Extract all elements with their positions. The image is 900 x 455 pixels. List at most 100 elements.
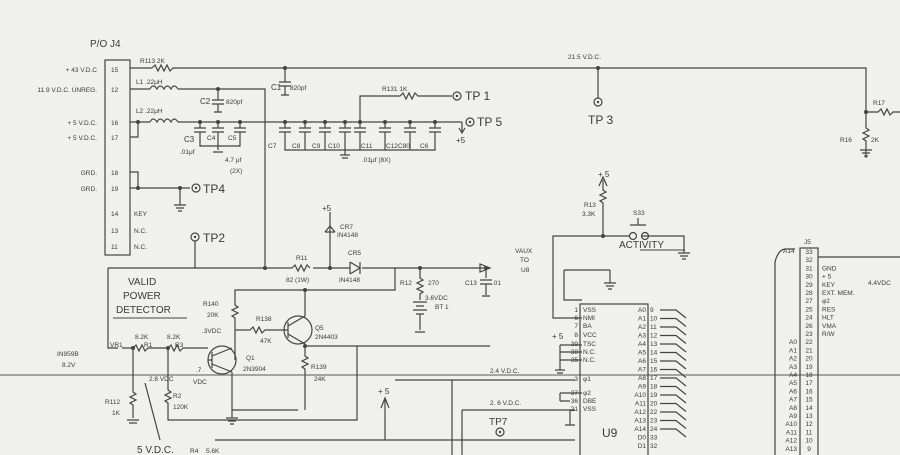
u9-pin-name: A0 bbox=[638, 307, 646, 314]
label-tp4: TP4 bbox=[203, 182, 225, 196]
j5-pin-number: 27 bbox=[805, 298, 813, 305]
j4-pin-12: 12 bbox=[111, 87, 119, 94]
label-r131: R131 1K bbox=[382, 86, 408, 93]
u9-pin-number: 20 bbox=[650, 401, 658, 408]
u9-pin-name: VSS bbox=[583, 406, 597, 413]
u9-pin-number: 10 bbox=[650, 316, 658, 323]
u9-pin-name: A4 bbox=[638, 341, 646, 348]
label-r17: R17 bbox=[873, 100, 885, 107]
j4-pin-19: 19 bbox=[111, 186, 119, 193]
label-cr5: CR5 bbox=[348, 250, 361, 257]
label-tp3: TP 3 bbox=[588, 113, 613, 127]
label-c1-value: 820pf bbox=[290, 85, 306, 92]
u9-pin-number: 1 bbox=[574, 307, 578, 314]
label-power: POWER bbox=[123, 291, 161, 302]
test-points bbox=[190, 91, 603, 268]
label-r139-value: 24K bbox=[314, 376, 326, 383]
label-plus5-tp5: +5 bbox=[456, 136, 466, 145]
u9-pin-number: 15 bbox=[650, 358, 658, 365]
j5-signal-label: A9 bbox=[789, 413, 797, 420]
u9-pin-name: A8 bbox=[638, 375, 646, 382]
label-vaux: VAUX bbox=[515, 248, 533, 255]
label-5vdc: 5 V.D.C. bbox=[137, 445, 174, 455]
pin-wire bbox=[660, 377, 687, 387]
j5-pin-number: 16 bbox=[805, 388, 813, 395]
label-vr1: VR1 bbox=[110, 342, 123, 349]
component-labels: R113 2K L1 .22μH L2 .22μH C2 820pf C3 .0… bbox=[57, 54, 891, 455]
label-r2-value: 120K bbox=[173, 404, 189, 411]
j5-signal-label: A11 bbox=[786, 429, 797, 436]
label-c11: C11 bbox=[361, 143, 373, 150]
pin-wire bbox=[660, 385, 687, 395]
label-c10: C10 bbox=[328, 143, 340, 150]
u9-pin-number: 24 bbox=[650, 426, 658, 433]
u9-pin-number: 11 bbox=[650, 324, 657, 331]
label-tp1: TP 1 bbox=[465, 89, 490, 103]
u9-pin-number: 18 bbox=[650, 384, 658, 391]
u9-pin-name: N.C. bbox=[583, 357, 596, 364]
j5-pin-number: 28 bbox=[805, 290, 813, 297]
u9-pin-number: 14 bbox=[650, 350, 658, 357]
j5-pin-number: 11 bbox=[806, 429, 813, 436]
j5-pin-number: 12 bbox=[805, 421, 813, 428]
u9-pin-number: 3 bbox=[574, 376, 578, 383]
j5-pin-number: 25 bbox=[805, 306, 813, 313]
label-r138: R138 bbox=[256, 316, 272, 323]
tp5-marker[interactable] bbox=[465, 117, 475, 127]
u9-pin-name: N.C. bbox=[583, 349, 596, 356]
label-4-4vdc: 4.4VDC bbox=[868, 280, 891, 287]
connector-j4-title: P/O J4 bbox=[90, 39, 121, 50]
tp1-marker[interactable] bbox=[452, 91, 462, 101]
label-l1: L1 .22μH bbox=[136, 79, 163, 86]
label-in959b: IN959B bbox=[57, 351, 79, 358]
label-plus5-r13: + 5 bbox=[598, 170, 610, 179]
j5-signal-label: R/W bbox=[822, 331, 836, 338]
j4-inner-label: N.C. bbox=[134, 244, 147, 251]
tp3-marker[interactable] bbox=[593, 97, 603, 107]
label-q1-value: 2N3904 bbox=[243, 366, 266, 373]
label-l2: L2 .22μH bbox=[136, 108, 163, 115]
j5-pin-number: 23 bbox=[805, 331, 813, 338]
label-c2: C2 bbox=[200, 97, 211, 106]
u9-pin-name: BA bbox=[583, 323, 592, 330]
j5-signal-label: A4 bbox=[789, 372, 797, 379]
label-c13: C13 bbox=[465, 280, 477, 287]
tp4-marker[interactable] bbox=[191, 183, 201, 193]
j4-pin-15: 15 bbox=[111, 67, 119, 74]
pin-wire bbox=[660, 411, 687, 421]
label-r13: R13 bbox=[584, 202, 596, 209]
u9-pin-name: DBE bbox=[583, 398, 597, 405]
u9-pin-name: φ1 bbox=[583, 376, 591, 383]
label-bt1-voltage: 3.6VDC bbox=[425, 295, 448, 302]
label-c45-count: (2X) bbox=[230, 168, 242, 175]
label-r113: R113 2K bbox=[140, 58, 165, 65]
j5-pin-number: 15 bbox=[805, 397, 813, 404]
j5-pin-number: 18 bbox=[805, 372, 813, 379]
label-r16-value: 2K bbox=[871, 137, 880, 144]
label-0-7: .7 bbox=[196, 367, 202, 374]
u9-pin-name: A2 bbox=[638, 324, 646, 331]
j5-signal-label: A1 bbox=[789, 347, 797, 354]
j5-pin-number: 30 bbox=[805, 274, 813, 281]
label-r11: R11 bbox=[296, 255, 308, 262]
j5-pin-number: 14 bbox=[805, 405, 813, 412]
u9-pin-number: 16 bbox=[650, 367, 658, 374]
label-bt1: BT 1 bbox=[435, 304, 449, 311]
label-tp2: TP2 bbox=[203, 231, 225, 245]
pin-wire bbox=[660, 360, 687, 370]
u9-pin-name: VSS bbox=[583, 307, 597, 314]
label-q5-value: 2N4403 bbox=[315, 334, 338, 341]
u9-pin-name: A14 bbox=[634, 426, 646, 433]
j5-signal-label: EXT. MEM. bbox=[822, 290, 855, 297]
label-21-5vdc: 21.5 V.D.C. bbox=[568, 54, 601, 61]
label-2-6vdc: 2. 6 V.D.C. bbox=[490, 400, 521, 407]
u9-pin-name: A13 bbox=[634, 418, 646, 425]
label-tp5: TP 5 bbox=[477, 115, 502, 129]
label-c8: C8 bbox=[292, 143, 301, 150]
u9-pin-name: A3 bbox=[638, 333, 646, 340]
pin-wire bbox=[660, 309, 687, 319]
label-c3-value: .01μf bbox=[180, 149, 195, 156]
